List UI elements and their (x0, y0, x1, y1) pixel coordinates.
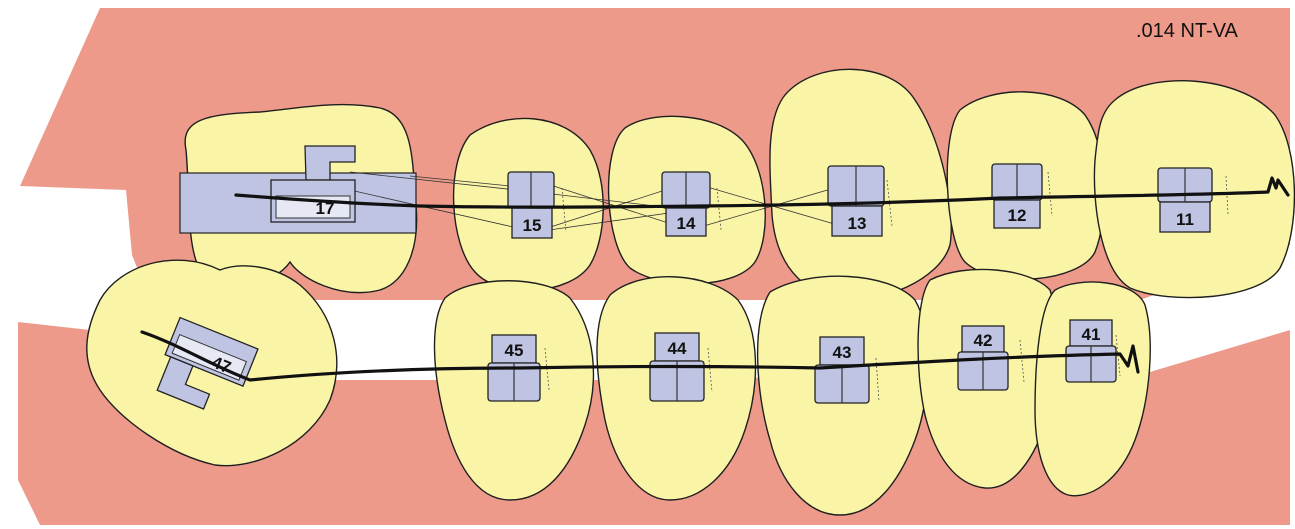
bracket-14[interactable]: 14 (661, 171, 711, 237)
tooth-number-44: 44 (668, 339, 687, 358)
bracket-45[interactable]: 45 (487, 334, 541, 402)
tooth-number-43: 43 (833, 343, 852, 362)
bracket-44[interactable]: 44 (649, 332, 705, 402)
tooth-number-14: 14 (677, 214, 696, 233)
tooth-number-45: 45 (505, 341, 524, 360)
bracket-41[interactable]: 41 (1065, 319, 1117, 383)
tooth-number-11: 11 (1176, 210, 1194, 229)
tooth-number-41: 41 (1082, 325, 1101, 344)
bracket-12[interactable]: 12 (991, 163, 1043, 229)
lower-archwire (140, 330, 1140, 382)
tooth-number-15: 15 (523, 216, 542, 235)
bracket-42[interactable]: 42 (957, 325, 1009, 391)
tooth-number-17: 17 (316, 199, 335, 218)
bracket-15[interactable]: 15 (507, 171, 555, 239)
tooth-number-42: 42 (974, 331, 993, 350)
bracket-13[interactable]: 13 (827, 165, 885, 237)
bracket-43[interactable]: 43 (814, 336, 870, 404)
upper-archwire (234, 176, 1290, 209)
bracket-11[interactable]: 11 (1157, 167, 1213, 233)
wire-spec-label: .014 NT-VA (1136, 20, 1238, 42)
tooth-number-13: 13 (848, 214, 867, 233)
tooth-41 (1034, 281, 1151, 497)
tooth-number-12: 12 (1008, 206, 1027, 225)
